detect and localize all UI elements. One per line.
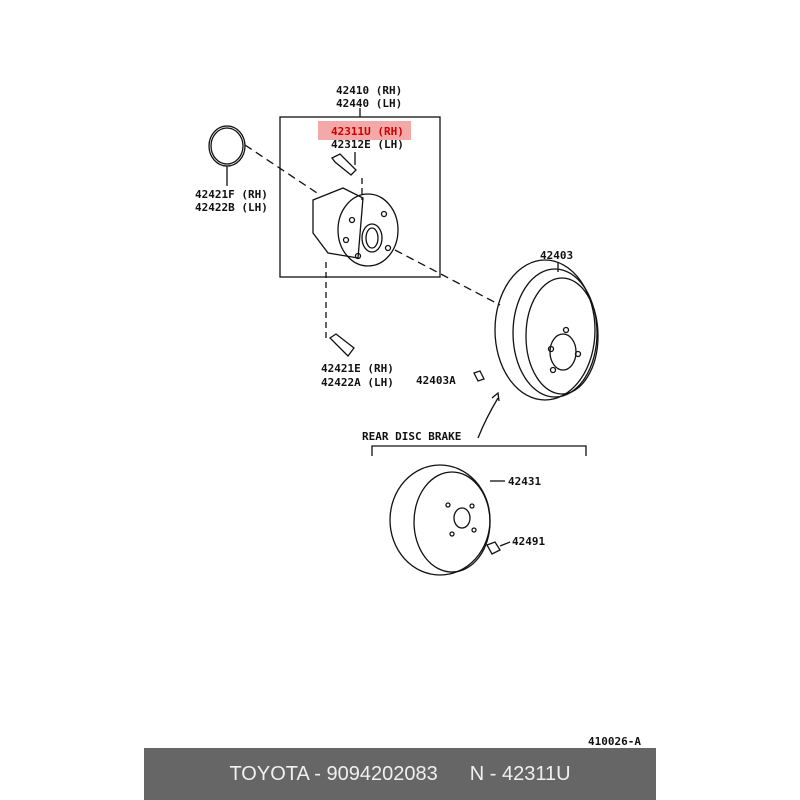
label-oring-rh: 42421F (RH) xyxy=(195,188,268,201)
disc-clip xyxy=(486,541,501,555)
oem-part-number: N - 42311U xyxy=(469,762,571,785)
label-section: REAR DISC BRAKE xyxy=(362,430,461,443)
label-bolt-rh: 42421E (RH) xyxy=(321,362,394,375)
label-disc-clip: 42491 xyxy=(512,535,545,548)
highlight-box xyxy=(318,121,411,140)
label-assembly-lh: 42440 (LH) xyxy=(336,97,402,110)
hub xyxy=(337,193,399,267)
o-ring xyxy=(208,125,246,167)
brake-drum xyxy=(494,259,596,401)
label-bearing-lh: 42312E (LH) xyxy=(331,138,404,151)
diagram-id: 410026-A xyxy=(588,735,641,748)
hub-bolt xyxy=(331,153,357,176)
footer-bar: TOYOTA - 9094202083 N - 42311U xyxy=(144,748,656,800)
lower-bolt xyxy=(328,333,355,357)
brand-part-number: TOYOTA - 9094202083 xyxy=(229,762,438,785)
label-oring-lh: 42422B (LH) xyxy=(195,201,268,214)
drum-clip xyxy=(473,370,485,382)
label-drum: 42403 xyxy=(540,249,573,262)
label-disc: 42431 xyxy=(508,475,541,488)
label-bearing-rh: 42311U (RH) xyxy=(331,125,404,138)
section-bracket xyxy=(371,445,587,456)
label-assembly-rh: 42410 (RH) xyxy=(336,84,402,97)
label-bolt-lh: 42422A (LH) xyxy=(321,376,394,389)
label-clip: 42403A xyxy=(416,374,456,387)
